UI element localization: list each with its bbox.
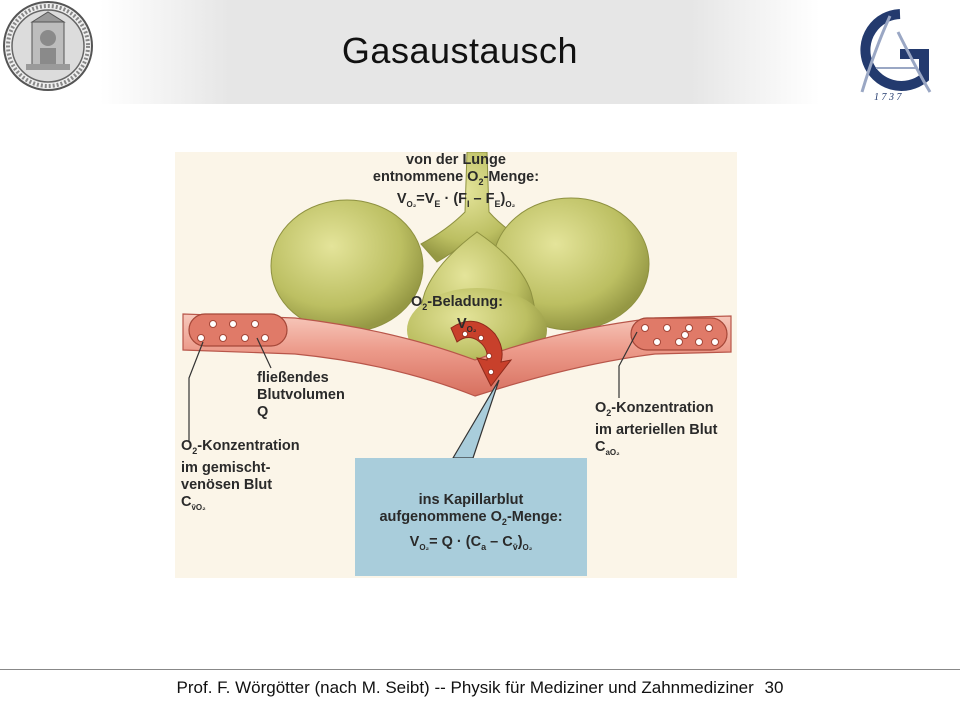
leader-lines <box>188 331 638 459</box>
lung-formula: VO₂=VE · (FI – FE)O₂ <box>396 190 516 209</box>
footer-text: Prof. F. Wörgötter (nach M. Seibt) -- Ph… <box>176 678 754 697</box>
blood-flow-label: fließendes Blutvolumen Q <box>257 370 345 420</box>
gau-monogram-logo-icon: 1 7 3 7 <box>860 9 932 102</box>
university-seal-icon <box>3 1 93 91</box>
capillary-label-line1: ins Kapillarblut <box>418 492 524 508</box>
slide-footer: Prof. F. Wörgötter (nach M. Seibt) -- Ph… <box>0 678 960 698</box>
arterial-o2-dots <box>641 324 719 346</box>
capillary-vessel <box>182 313 732 397</box>
o2-uptake-arrow <box>450 320 513 387</box>
footer-divider <box>0 669 960 670</box>
page-number: 30 <box>764 678 784 697</box>
o2-loading-label: O2-Beladung: VO₂ <box>410 294 503 334</box>
header-band <box>100 0 820 104</box>
arterial-concentration-label: O2-Konzentration im arteriellen Blut CaO… <box>595 400 718 457</box>
lung-uptake-label: von der Lunge entnommene O2-Menge: VO₂=V… <box>356 152 556 213</box>
capillary-uptake-box: ins Kapillarblut aufgenommene O2-Menge: … <box>355 458 587 576</box>
capillary-label-line2: aufgenommene O2-Menge: <box>379 509 563 527</box>
lung-label-line1: von der Lunge <box>406 152 506 168</box>
svg-text:1 7 3 7: 1 7 3 7 <box>874 92 903 102</box>
venous-blood-tube <box>188 313 288 347</box>
venous-o2-dots <box>197 320 269 342</box>
slide-title: Gasaustausch <box>341 30 579 71</box>
capillary-formula: VO₂= Q · (Ca – Cv̄)O₂ <box>409 533 533 552</box>
gas-exchange-diagram: von der Lunge entnommene O2-Menge: VO₂=V… <box>175 152 737 578</box>
gas-exchange-illustration <box>182 152 732 459</box>
venous-concentration-label: O2-Konzentration im gemischt- venösen Bl… <box>181 438 300 512</box>
lung-label-line2: entnommene O2-Menge: <box>372 169 540 187</box>
